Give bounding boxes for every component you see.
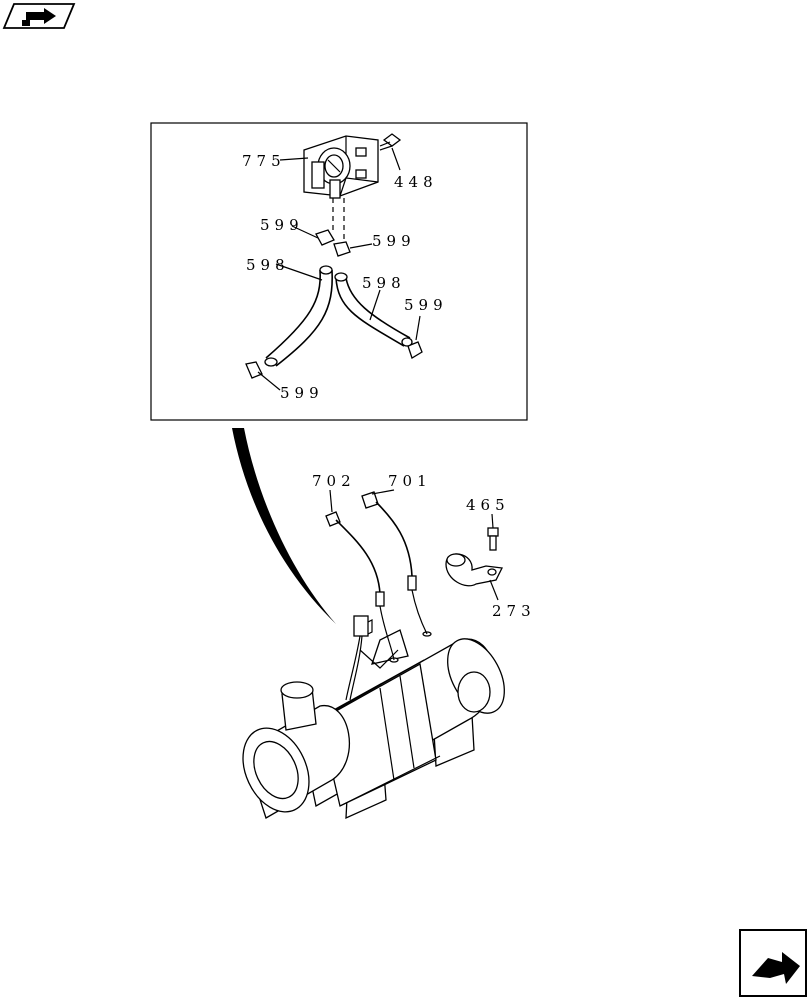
callout-598: 598 (362, 274, 406, 292)
callout-775: 775 (242, 152, 286, 170)
callout-273: 273 (492, 602, 536, 620)
callout-599: 599 (280, 384, 324, 402)
callout-599: 599 (260, 216, 304, 234)
hose-clamp (245, 229, 423, 379)
detail-connector-arrow (232, 428, 336, 624)
y-hose (264, 265, 413, 367)
callout-702: 702 (312, 472, 356, 490)
callout-465: 465 (466, 496, 510, 514)
callout-599: 599 (404, 296, 448, 314)
exhaust-filter-assembly (242, 615, 505, 820)
previous-page-arrow-icon[interactable] (2, 3, 76, 29)
callout-701: 701 (388, 472, 432, 490)
callout-598: 598 (246, 256, 290, 274)
pressure-sensor-bracket (303, 135, 379, 240)
exhaust-temperature-sensors (325, 489, 428, 661)
callout-599: 599 (372, 232, 416, 250)
detail-inset-frame (150, 122, 528, 421)
clamp-and-bolt (445, 513, 503, 601)
callout-448: 448 (394, 173, 438, 191)
next-page-arrow-icon[interactable] (739, 929, 807, 997)
leader-lines-inset (257, 147, 421, 391)
bolt (379, 133, 402, 151)
